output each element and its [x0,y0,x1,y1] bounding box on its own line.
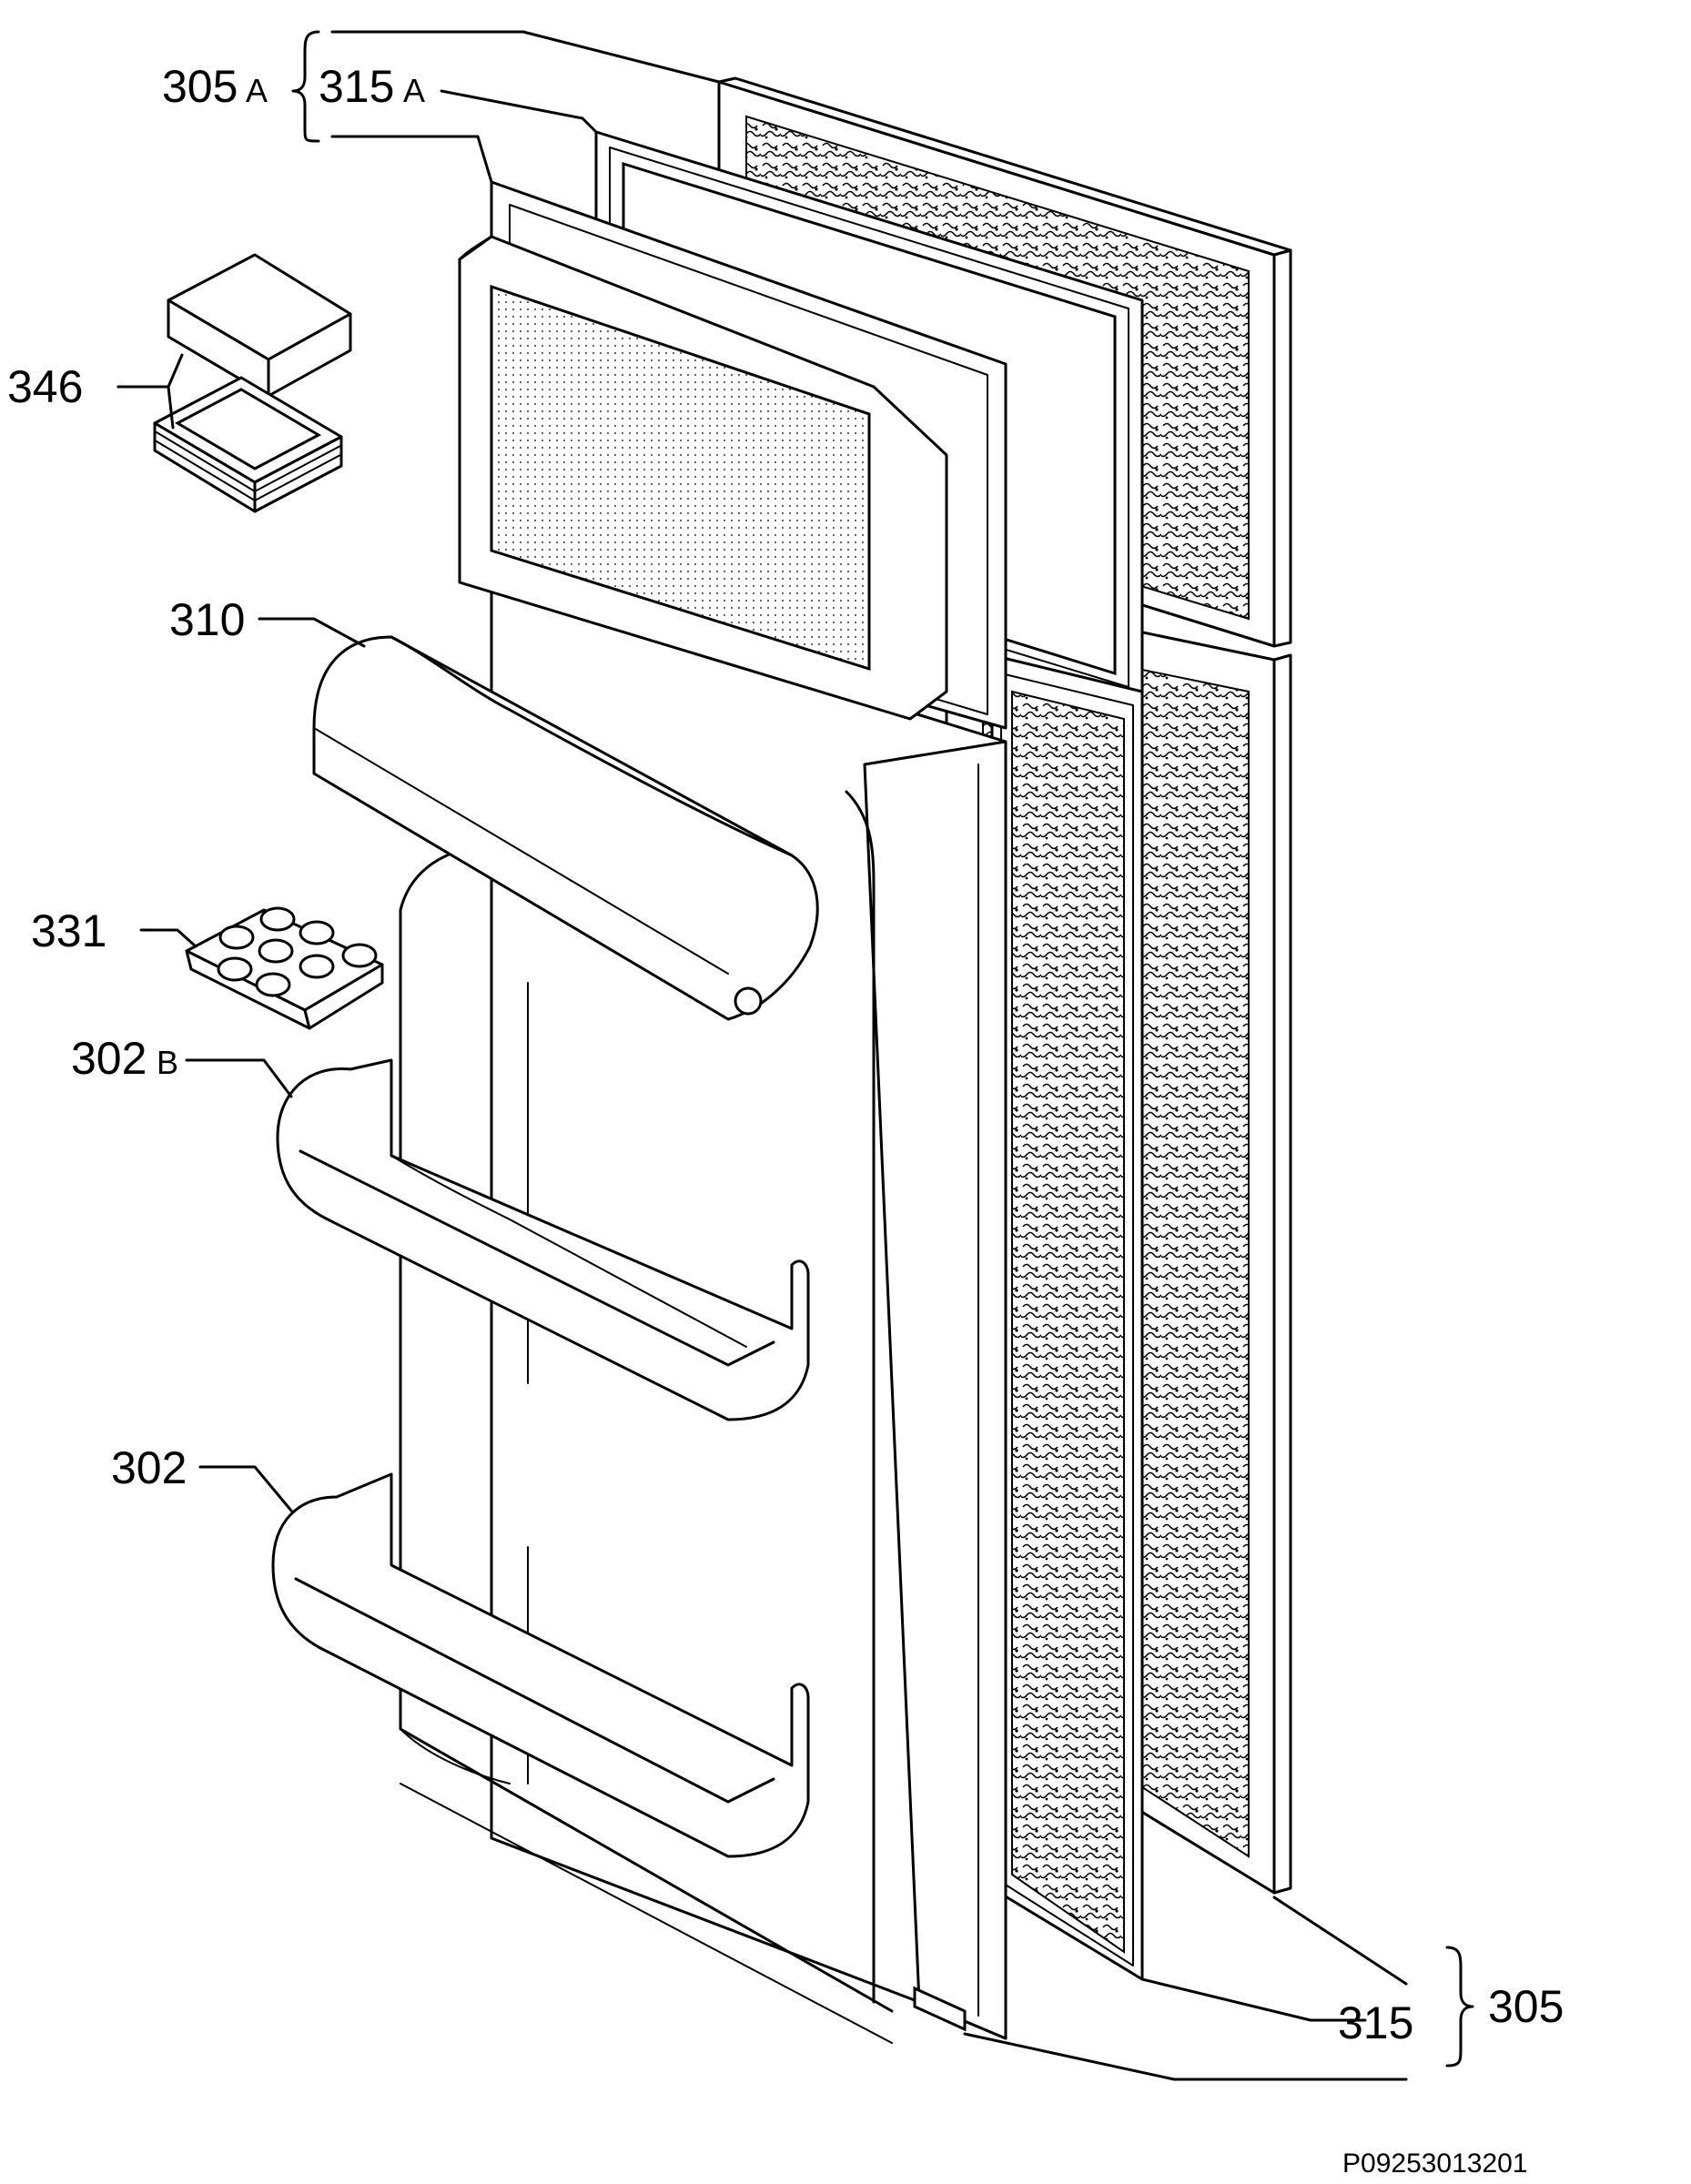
label-302b-number: 302 [71,1033,147,1084]
label-331: 331 [31,905,106,956]
label-315a-suffix: A [403,72,425,109]
drawing-code: P09253013201 [1342,2149,1528,2179]
part-315-fridge-gasket [990,653,1144,1981]
part-302-lower-door-shelf [271,1472,810,1858]
part-346-ice-box [167,253,352,398]
label-310: 310 [169,594,245,645]
leader-lines [116,30,1408,2081]
part-346-ice-tray [153,376,343,513]
label-305: 305 [1488,1981,1564,2032]
label-302: 302 [111,1442,187,1493]
label-315a-number: 315 [319,61,394,112]
part-310-dairy-compartment-cover [312,635,819,1021]
label-346: 346 [7,361,83,412]
label-305a-suffix: A [246,72,268,109]
label-315: 315 [1338,1997,1413,2048]
label-305a-number: 305 [162,61,238,112]
part-331-egg-tray [185,906,384,1030]
brace-305 [1445,1946,1474,2068]
brace-305a [291,30,320,143]
label-302b-suffix: B [157,1044,178,1081]
freezer-compartment-lid [458,235,948,721]
part-302b-upper-door-shelf [276,1058,810,1421]
